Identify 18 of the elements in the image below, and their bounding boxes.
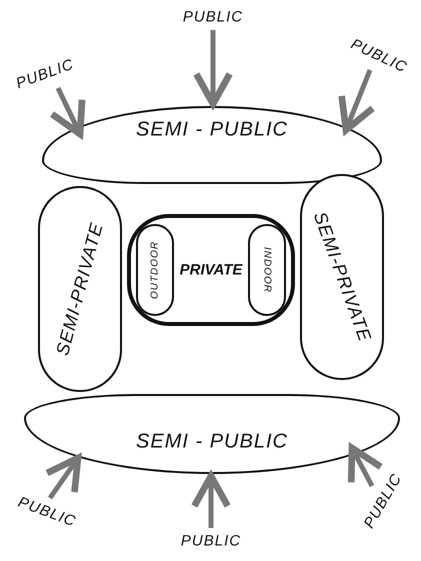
arrow [193,30,233,108]
arrow [191,472,231,528]
zone-name: OUTDOOR [150,240,160,300]
zone-area [127,214,295,326]
arrow [348,444,384,488]
zone-area [38,186,122,392]
arrow [48,86,86,138]
zone-area [136,224,174,316]
zone-area [248,224,286,316]
zone-name: SEMI - PUBLIC [136,118,288,142]
arrow [44,454,82,500]
arrow [338,69,376,134]
zone-area [300,174,384,380]
zone-name: INDOOR [262,247,272,293]
zone-name: PUBLIC [180,532,242,550]
zone-name: PUBLIC [182,8,244,26]
zone-name: SEMI - PUBLIC [136,430,288,454]
zone-name: PRIVATE [180,262,242,278]
